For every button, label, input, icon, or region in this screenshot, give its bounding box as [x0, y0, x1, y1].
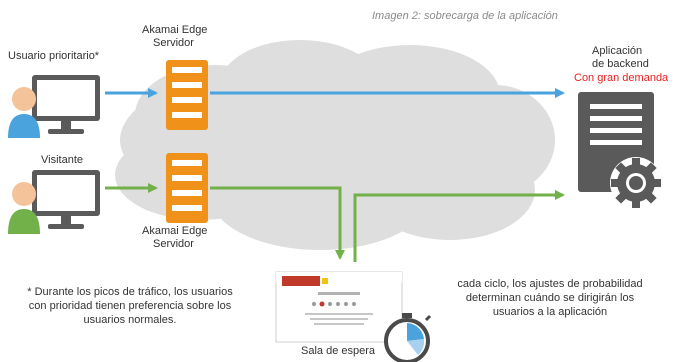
priority-user-label: Usuario prioritario*	[8, 50, 100, 62]
priority-note-line1: * Durante los picos de tráfico, los usua…	[27, 286, 233, 298]
priority-note-line2: con prioridad tienen preferencia sobre l…	[28, 300, 232, 312]
priority-note: * Durante los picos de tráfico, los usua…	[6, 285, 254, 327]
edge-top-label-line2: Servidor	[153, 37, 194, 49]
edge-server-top-icon	[166, 60, 208, 130]
backend-label-line1: Aplicación	[592, 45, 643, 57]
cycle-note: cada ciclo, los ajustes de probabilidad …	[429, 277, 671, 319]
waiting-room-to-backend-arrow	[353, 190, 565, 262]
priority-note-line3: usuarios normales.	[83, 314, 177, 326]
edge-server-bottom-icon	[166, 153, 208, 223]
edge-to-waiting-room-arrow	[210, 186, 345, 260]
cycle-note-line2: determinan cuándo se dirigirán los	[465, 292, 635, 304]
edge-top-label-line1: Akamai Edge	[142, 24, 208, 36]
visitor-desktop-icon	[8, 170, 100, 234]
stopwatch-icon	[384, 313, 432, 362]
cloud-icon	[115, 40, 555, 250]
gear-icon	[610, 157, 662, 209]
waiting-room-page-icon	[275, 271, 403, 343]
visitor-label: Visitante	[41, 154, 83, 166]
waiting-room-label: Sala de espera	[301, 345, 375, 357]
edge-bottom-label-line1: Akamai Edge	[142, 225, 208, 237]
cycle-note-line3: usuarios a la aplicación	[492, 306, 608, 318]
backend-label-line2: de backend	[592, 58, 649, 70]
cycle-note-line1: cada ciclo, los ajustes de probabilidad	[457, 278, 643, 290]
priority-user-desktop-icon	[8, 75, 100, 138]
backend-status-label: Con gran demanda	[574, 72, 669, 84]
edge-bottom-label-line2: Servidor	[153, 238, 194, 250]
diagram-caption: Imagen 2: sobrecarga de la aplicación	[372, 10, 558, 22]
